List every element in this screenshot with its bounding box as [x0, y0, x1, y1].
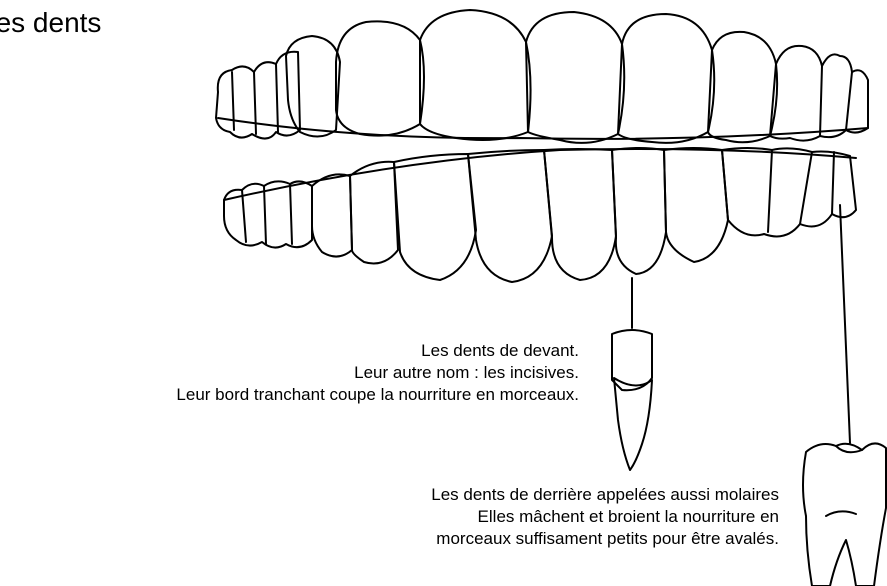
leader-line-back [840, 205, 850, 443]
upper-right-molars [770, 46, 868, 141]
lower-incisor [612, 148, 666, 274]
caption-line: Elles mâchent et broient la nourriture e… [431, 506, 779, 528]
back-teeth-caption: Les dents de derrière appelées aussi mol… [431, 484, 779, 550]
lower-incisor [544, 149, 616, 280]
upper-right-canine [708, 32, 777, 142]
upper-teeth [216, 10, 868, 143]
upper-incisor [420, 10, 531, 140]
upper-incisor [618, 14, 714, 143]
upper-incisor [336, 21, 424, 135]
lower-incisor [394, 154, 476, 280]
upper-incisor [526, 12, 624, 143]
lower-right-canine [664, 148, 728, 262]
lower-left-premolar [312, 174, 352, 256]
molar-tooth-detail [803, 443, 886, 586]
front-teeth-caption: Les dents de devant. Leur autre nom : le… [176, 340, 579, 406]
caption-line: Les dents de derrière appelées aussi mol… [431, 484, 779, 506]
caption-line: morceaux suffisament petits pour être av… [431, 528, 779, 550]
lower-incisor [468, 150, 552, 282]
caption-line: Leur autre nom : les incisives. [176, 362, 579, 384]
caption-line: Leur bord tranchant coupe la nourriture … [176, 384, 579, 406]
lower-left-canine [350, 162, 398, 264]
incisor-tooth-detail [612, 330, 652, 470]
lower-teeth [224, 148, 856, 282]
lower-right-molars [722, 148, 856, 236]
caption-line: Les dents de devant. [176, 340, 579, 362]
